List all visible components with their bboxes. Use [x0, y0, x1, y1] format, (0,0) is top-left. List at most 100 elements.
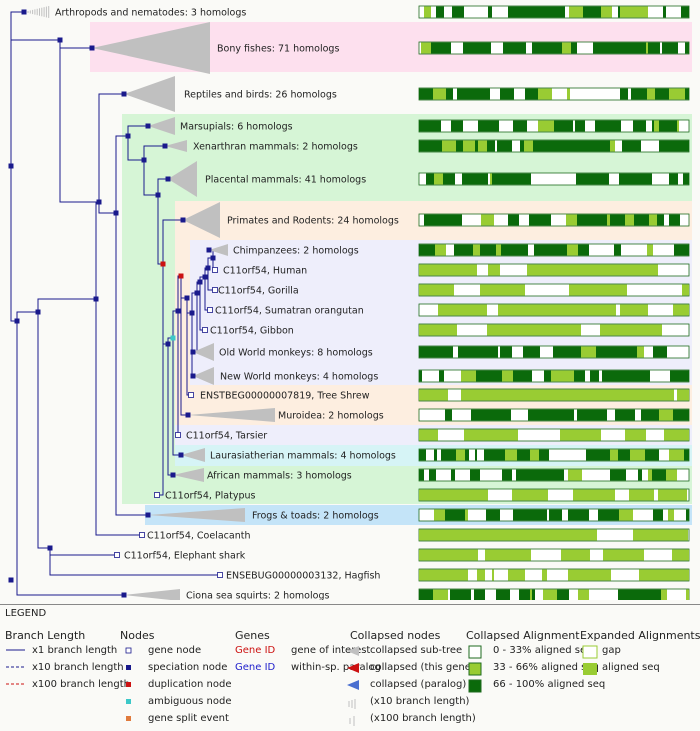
alignment-segment: [566, 370, 574, 382]
speciation-node: [47, 545, 53, 551]
alignment-segment: [599, 429, 601, 441]
branch-line: [59, 40, 92, 49]
alignment-segment: [561, 529, 584, 541]
alignment-segment: [496, 244, 501, 256]
alignment-segment: [564, 120, 573, 132]
alignment-segment: [539, 389, 562, 401]
alignment-segment: [544, 214, 551, 226]
leaf-label: C11orf54, Human: [223, 266, 307, 277]
alignment-segment: [635, 389, 647, 401]
gene-node-marker: [212, 287, 218, 293]
expanded-alignment-swatches: [582, 645, 598, 675]
alignment-segment: [498, 304, 526, 316]
alignment-segment: [518, 173, 531, 185]
alignment-segment: [568, 569, 596, 581]
alignment-segment: [419, 389, 448, 401]
leaf-label: Ciona sea squirts: 2 homologs: [186, 591, 329, 601]
alignment-segment: [577, 214, 581, 226]
alignment-segment: [633, 140, 638, 152]
speciation-node: [194, 290, 200, 296]
alignment-segment: [596, 449, 610, 461]
alignment-segment: [465, 589, 471, 600]
alignment-segment: [554, 324, 581, 336]
alignment-segment: [610, 449, 618, 461]
leaf-label: C11orf54, Platypus: [165, 491, 256, 502]
collapsed-alignments-heading: Collapsed Alignments: [466, 629, 586, 642]
alignment-segment: [534, 244, 547, 256]
branch-line: [49, 548, 220, 576]
leaf-label: Laurasiatherian mammals: 4 homologs: [210, 451, 396, 462]
alignment-segment: [615, 409, 625, 421]
alignment-segment: [490, 370, 502, 382]
alignment-segment: [475, 140, 478, 152]
alignment-segment: [602, 370, 605, 382]
alignment-segment: [576, 173, 587, 185]
alignment-segment: [513, 509, 528, 521]
collapsed-subtree-triangle: [124, 589, 180, 600]
alignment-segment: [443, 284, 454, 296]
alignment-segment: [475, 42, 481, 54]
leaf-label: Old World monkeys: 8 homologs: [219, 348, 373, 359]
alignment-segment: [496, 449, 500, 461]
speciation-node: [35, 309, 41, 315]
alignment-segment: [608, 42, 623, 54]
alignment-segment: [479, 173, 488, 185]
alignment-segment: [445, 589, 448, 600]
alignment-segment: [533, 140, 538, 152]
alignment-segment: [456, 304, 484, 316]
branch-line: [98, 202, 116, 214]
alignment-segment: [619, 509, 633, 521]
alignment-segment: [686, 140, 689, 152]
alignment-segment: [419, 120, 431, 132]
alignment-segment: [516, 469, 521, 481]
alignment-segment: [444, 549, 465, 561]
alignment-segment: [597, 489, 615, 501]
alignment-segment: [604, 264, 629, 276]
alignment-segment: [548, 120, 554, 132]
alignment-segment: [456, 449, 465, 461]
ambiguous-node-label: ambiguous node: [148, 696, 232, 707]
alignment-segment: [637, 346, 644, 358]
collapsed-node-marker: [185, 412, 191, 418]
gene-node-marker: [114, 552, 120, 558]
collapsed-subtree-triangle: [181, 448, 205, 462]
alignment-segment: [573, 389, 601, 401]
alignment-segment: [596, 42, 598, 54]
branch-line: [16, 311, 38, 321]
alignment-segment: [480, 489, 486, 501]
alignment-segment: [475, 449, 477, 461]
alignment-segment: [601, 173, 609, 185]
alignment-segment: [649, 489, 654, 501]
alignment-segment: [649, 589, 661, 600]
alignment-segment: [452, 6, 464, 18]
leaf-label: ENSEBUG00000003132, Hagfish: [226, 571, 380, 582]
alignment-segment: [661, 589, 667, 600]
alignment-segment: [564, 140, 576, 152]
alignment-segment: [613, 549, 622, 561]
alignment-segment: [567, 244, 573, 256]
gene-node-marker: [175, 432, 181, 438]
alignment-segment: [618, 589, 630, 600]
collapsed-subtree-triangle: [168, 161, 197, 197]
alignment-segment: [497, 409, 511, 421]
alignment-segment: [530, 449, 539, 461]
collapsed-x10-label: (x10 branch length): [370, 696, 470, 707]
collapsed-subtree-triangle: [124, 76, 175, 112]
alignment-segment: [625, 214, 632, 226]
alignment-segment: [557, 120, 564, 132]
alignment-segment: [461, 389, 467, 401]
alignment-segment: [677, 120, 679, 132]
alignment-segment: [594, 304, 600, 316]
alignment-segment: [502, 469, 512, 481]
alignment-segment: [477, 409, 487, 421]
alignment-segment: [419, 529, 444, 541]
alignment-segment: [547, 244, 560, 256]
alignment-segment: [578, 589, 589, 600]
alignment-segment: [481, 429, 488, 441]
alignment-segment: [662, 42, 675, 54]
alignment-segment: [647, 244, 653, 256]
branch-line: [37, 312, 50, 549]
alignment-segment: [439, 489, 454, 501]
alignment-segment: [581, 346, 596, 358]
alignment-segment: [492, 173, 497, 185]
